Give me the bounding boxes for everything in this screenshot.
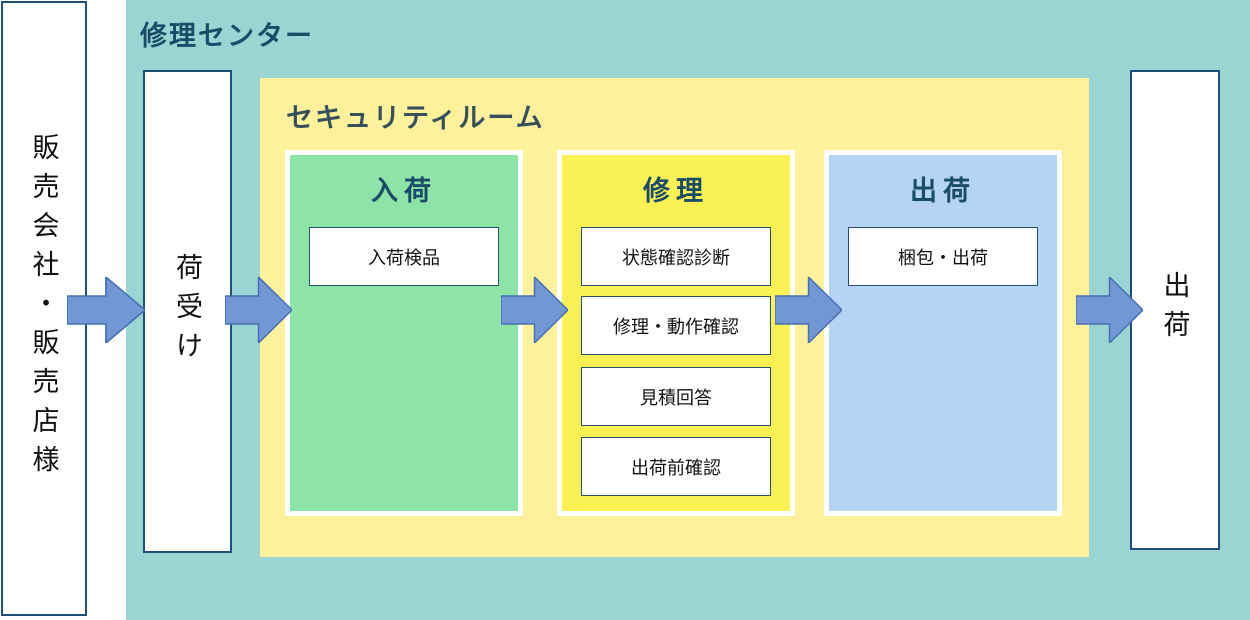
- receiving-label: 荷受け: [172, 253, 202, 370]
- step-repair-operation-check: 修理・動作確認: [581, 296, 771, 355]
- flow-arrow-icon: [225, 277, 292, 343]
- step-packing-shipping: 梱包・出荷: [848, 227, 1038, 286]
- flow-arrow-icon: [67, 277, 145, 343]
- flow-arrow-icon: [501, 277, 568, 343]
- sender-label: 販売会社・販売店様: [28, 133, 59, 484]
- section-inbound-title: 入荷: [371, 176, 437, 206]
- section-shipping-title: 出荷: [910, 176, 976, 206]
- section-repair-title: 修理: [643, 176, 709, 206]
- step-preship-check: 出荷前確認: [581, 437, 771, 496]
- outbound-label: 出荷: [1159, 271, 1190, 349]
- outbound-box: 出荷: [1130, 70, 1220, 550]
- section-inbound: 入荷 入荷検品: [285, 150, 523, 516]
- step-condition-check: 状態確認診断: [581, 227, 771, 286]
- section-shipping: 出荷 梱包・出荷: [824, 150, 1062, 516]
- repair-center-title: 修理センター: [140, 21, 314, 51]
- flow-arrow-icon: [1076, 277, 1143, 343]
- step-estimate-reply: 見積回答: [581, 367, 771, 426]
- security-room-title: セキュリティルーム: [286, 103, 545, 133]
- receiving-box: 荷受け: [143, 70, 232, 553]
- step-inbound-inspection: 入荷検品: [309, 227, 499, 286]
- section-repair: 修理 状態確認診断 修理・動作確認 見積回答 出荷前確認: [557, 150, 795, 516]
- flow-arrow-icon: [775, 277, 842, 343]
